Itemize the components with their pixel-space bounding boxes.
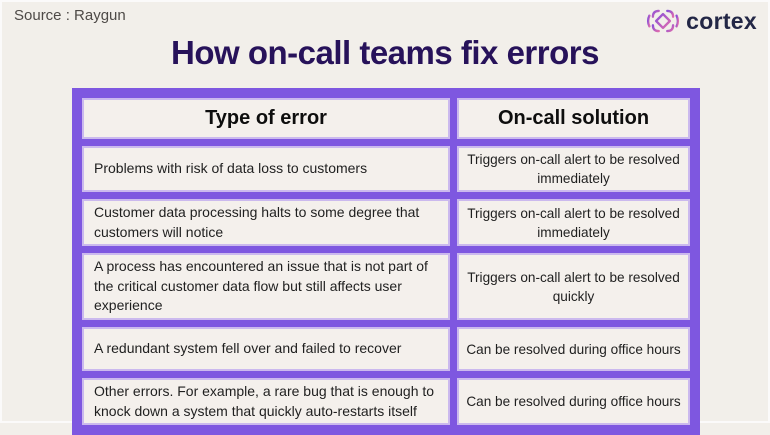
error-type-cell: A redundant system fell over and failed … [82,327,450,372]
on-call-errors-table: Type of error On-call solution Problems … [72,88,700,435]
table-row: A process has encountered an issue that … [82,253,690,321]
solution-cell: Can be resolved during office hours [457,327,690,372]
solution-cell: Triggers on-call alert to be resolved im… [457,199,690,247]
table-header-row: Type of error On-call solution [82,98,690,139]
error-type-cell: Problems with risk of data loss to custo… [82,146,450,193]
table-row: Problems with risk of data loss to custo… [82,146,690,193]
column-header-type-of-error: Type of error [82,98,450,139]
error-type-cell: Other errors. For example, a rare bug th… [82,378,450,426]
infographic-page: { "page": { "source_label": "Source : Ra… [14,4,757,435]
cortex-wordmark: cortex [686,7,757,34]
cortex-logo: cortex [646,4,757,38]
table-row: A redundant system fell over and failed … [82,327,690,372]
source-attribution: Source : Raygun [14,7,126,24]
cortex-burst-icon [647,9,680,33]
solution-cell: Triggers on-call alert to be resolved im… [457,146,690,193]
solution-cell: Can be resolved during office hours [457,378,690,426]
solution-cell: Triggers on-call alert to be resolved qu… [457,253,690,321]
error-type-cell: A process has encountered an issue that … [82,253,450,321]
column-header-on-call-solution: On-call solution [457,98,690,139]
page-title: How on-call teams fix errors [171,34,599,71]
table-row: Customer data processing halts to some d… [82,199,690,247]
table-row: Other errors. For example, a rare bug th… [82,378,690,426]
error-type-cell: Customer data processing halts to some d… [82,199,450,247]
